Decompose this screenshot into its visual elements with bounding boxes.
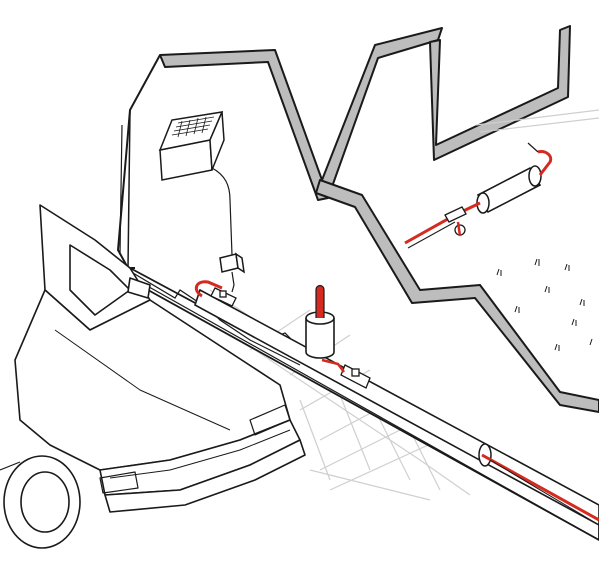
control-wire (211, 167, 233, 256)
heat-cable-inner (489, 459, 599, 526)
heat-cable-upper-tip (527, 142, 539, 153)
junction-box-icon (219, 252, 245, 274)
heat-cable-icon (481, 453, 599, 522)
junction-wire (231, 271, 235, 293)
wall-icon (116, 25, 599, 413)
heat-cable-upper-line (407, 221, 456, 249)
heat-cable-loop (194, 280, 223, 298)
car-icon (0, 204, 306, 549)
drain-pipe-icon (194, 288, 599, 526)
downspout-pipe (305, 284, 335, 359)
control-box-icon (158, 111, 225, 181)
heat-cable-drop (456, 221, 462, 237)
cable-connector-icon (210, 287, 237, 307)
upper-drain-pipe (476, 165, 542, 214)
cable-connector-icon (444, 206, 467, 236)
grass-icon (496, 258, 593, 351)
heat-cable-mid (321, 358, 345, 373)
